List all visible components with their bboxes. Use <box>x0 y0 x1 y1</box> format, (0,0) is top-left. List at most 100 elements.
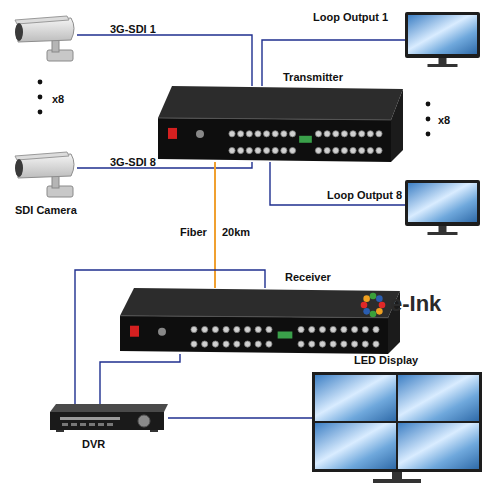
rack-front <box>120 316 388 354</box>
bnc-connector <box>341 131 347 137</box>
monitor-stand <box>428 232 458 235</box>
dvr-top <box>50 404 168 412</box>
monitor-stand <box>373 479 421 483</box>
led-display: LED Display <box>312 372 482 484</box>
ellipsis-dot <box>426 117 431 122</box>
bnc-connector <box>263 131 269 137</box>
bnc-connector <box>319 326 325 332</box>
edge-label: Fiber <box>180 226 207 239</box>
bnc-connector <box>373 326 379 332</box>
monitor-neck <box>392 472 402 479</box>
node-label: SDI Camera <box>15 204 77 217</box>
bnc-connector <box>255 341 261 347</box>
bnc-connector <box>324 131 330 137</box>
camera-lens <box>15 23 23 41</box>
camera-illustration <box>15 152 74 197</box>
bnc-connector <box>229 147 235 153</box>
signal-connector <box>77 162 252 168</box>
rack-front <box>158 118 391 162</box>
bnc-connector <box>373 341 379 347</box>
monitor-neck <box>439 226 447 232</box>
monitor: Loop Output 1 <box>405 12 480 68</box>
bnc-connector <box>281 147 287 153</box>
dvr-strip <box>60 417 120 420</box>
signal-connector <box>214 162 216 288</box>
bnc-connector <box>333 147 339 153</box>
distance-label: 20km <box>222 226 250 239</box>
logo-mark <box>363 308 370 315</box>
dvr-button <box>62 423 68 426</box>
monitor-stand <box>428 64 458 67</box>
bnc-connector <box>359 131 365 137</box>
dvr-illustration <box>50 404 168 432</box>
bnc-connector <box>263 147 269 153</box>
terminal-block <box>278 332 293 339</box>
logo-mark <box>376 295 383 302</box>
quantity-label: x8 <box>52 93 64 106</box>
terminal-block <box>299 136 312 143</box>
bnc-connector <box>315 131 321 137</box>
bnc-connector <box>367 147 373 153</box>
camera-lens <box>15 159 23 177</box>
monitor-frame <box>405 12 480 58</box>
logo-mark <box>370 293 377 300</box>
ellipsis-dot <box>38 95 43 100</box>
rack-illustration <box>158 86 403 162</box>
bnc-connector <box>266 341 272 347</box>
bnc-connector <box>367 131 373 137</box>
bnc-connector <box>362 326 368 332</box>
bnc-connector <box>359 147 365 153</box>
bnc-connector <box>315 147 321 153</box>
ellipsis-dot <box>426 102 431 107</box>
rack-illustration <box>120 288 400 354</box>
bnc-connector <box>255 147 261 153</box>
dvr-recorder: DVR <box>50 404 168 432</box>
bnc-connector <box>234 326 240 332</box>
power-switch <box>168 128 177 139</box>
monitor-frame <box>405 180 480 226</box>
transmitter-unit: Transmitter <box>158 86 403 162</box>
rack-edge <box>120 316 388 318</box>
node-label: LED Display <box>354 354 418 367</box>
dvr-button <box>71 423 77 426</box>
bnc-connector <box>289 147 295 153</box>
signal-wire <box>77 35 252 86</box>
node-label: Loop Output 1 <box>313 11 388 24</box>
node-label: Loop Output 8 <box>327 189 402 202</box>
node-label: DVR <box>82 438 105 451</box>
bnc-connector <box>330 326 336 332</box>
logo-mark <box>379 302 386 309</box>
bnc-connector <box>309 341 315 347</box>
dvr-foot <box>150 430 158 432</box>
bnc-connector <box>272 147 278 153</box>
bnc-connector <box>244 341 250 347</box>
signal-connector <box>168 417 312 418</box>
camera-sunshade <box>15 16 69 24</box>
bnc-connector <box>298 341 304 347</box>
camera-base <box>47 50 73 61</box>
quantity-label: x8 <box>438 114 450 127</box>
node-label: Receiver <box>285 271 331 284</box>
bnc-connector <box>191 341 197 347</box>
signal-connector <box>262 40 405 86</box>
camera-sunshade <box>15 152 69 160</box>
monitor-screen <box>398 423 479 469</box>
signal-connector <box>270 162 405 205</box>
monitor-illustration <box>405 180 480 235</box>
dvr-button <box>98 423 104 426</box>
monitor-screen <box>315 423 396 469</box>
sdi-camera: SDI Camera <box>15 152 77 198</box>
rack-top <box>120 288 400 318</box>
brand-logo-text: e-Ink <box>390 292 441 316</box>
bnc-connector <box>362 341 368 347</box>
camera-illustration <box>15 16 74 61</box>
power-jack <box>196 130 204 138</box>
logo-mark <box>361 302 368 309</box>
signal-label: 3G-SDI 1 <box>110 23 156 36</box>
power-jack <box>158 328 166 336</box>
dvr-button <box>89 423 95 426</box>
bnc-connector <box>341 326 347 332</box>
bnc-connector <box>202 326 208 332</box>
